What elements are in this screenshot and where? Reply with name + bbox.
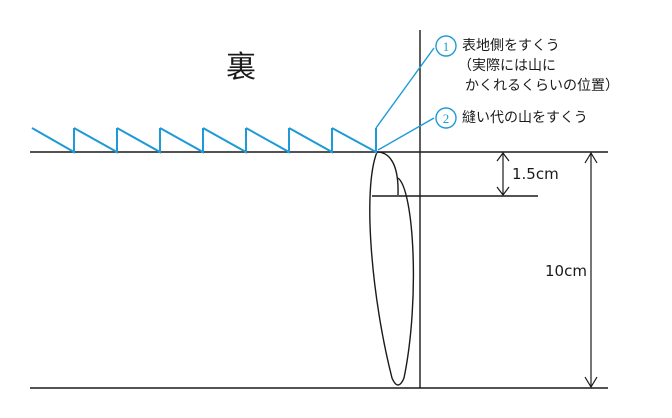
- small-dimension-label: 1.5cm: [512, 165, 559, 183]
- stitch-segment: [331, 127, 377, 154]
- stitch-segment: [116, 127, 161, 154]
- leader-line-2: [377, 117, 435, 151]
- note-number-2: 2: [443, 111, 450, 126]
- stitch-segment: [245, 127, 290, 154]
- note-1-line-3: かくれるくらいの位置）: [465, 78, 619, 94]
- note-1-line-2: （実際には山に: [458, 58, 556, 74]
- title-text: 裏: [226, 50, 256, 85]
- small-dimension-arrow: [496, 152, 510, 196]
- hem-fold-curl: [376, 151, 399, 196]
- large-dimension-arrow: [584, 151, 598, 389]
- note-1-line-1: 表地側をすくう: [462, 38, 560, 54]
- leader-line-1: [375, 47, 435, 129]
- stitch-segment: [202, 127, 247, 154]
- note-2-line-1: 縫い代の山をすくう: [462, 110, 588, 126]
- large-dimension-label: 10cm: [545, 262, 587, 280]
- hem-fold-loop: [369, 151, 415, 386]
- note-marker-2: [435, 107, 457, 129]
- stitch-segment: [288, 127, 333, 154]
- note-marker-1: [435, 35, 457, 57]
- stitch-segment: [73, 127, 118, 154]
- stitch-segment: [159, 127, 204, 154]
- stitch-segment: [31, 127, 75, 154]
- note-number-1: 1: [443, 39, 450, 54]
- blind-stitches: [31, 127, 377, 154]
